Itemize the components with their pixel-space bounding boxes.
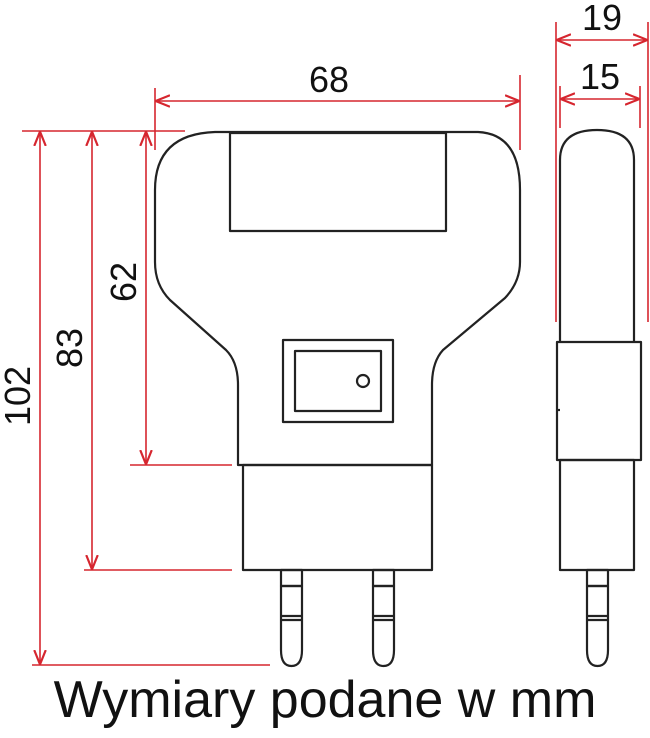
dimension-lines <box>22 22 649 666</box>
plug-pin-left <box>279 568 304 668</box>
switch-indicator-icon <box>355 373 371 389</box>
switch-frame <box>281 338 395 424</box>
dim-label-102: 102 <box>0 366 38 426</box>
side-collar <box>555 340 643 462</box>
dim-label-68: 68 <box>309 59 349 100</box>
side-plug-pin <box>585 568 610 668</box>
front-view <box>153 130 522 668</box>
dim-label-19: 19 <box>582 0 622 38</box>
front-plug-base <box>241 463 434 572</box>
side-plug-base <box>558 458 636 572</box>
side-view <box>555 128 643 668</box>
side-housing-outline <box>558 128 636 342</box>
dim-label-62: 62 <box>103 262 144 302</box>
dim-label-15: 15 <box>580 56 620 97</box>
dim-label-83: 83 <box>49 328 90 368</box>
switch-rocker <box>293 349 383 413</box>
front-housing-outline <box>153 130 522 467</box>
plug-pin-right <box>371 568 396 668</box>
units-caption: Wymiary podane w mm <box>53 671 597 729</box>
front-label-window <box>228 131 448 233</box>
